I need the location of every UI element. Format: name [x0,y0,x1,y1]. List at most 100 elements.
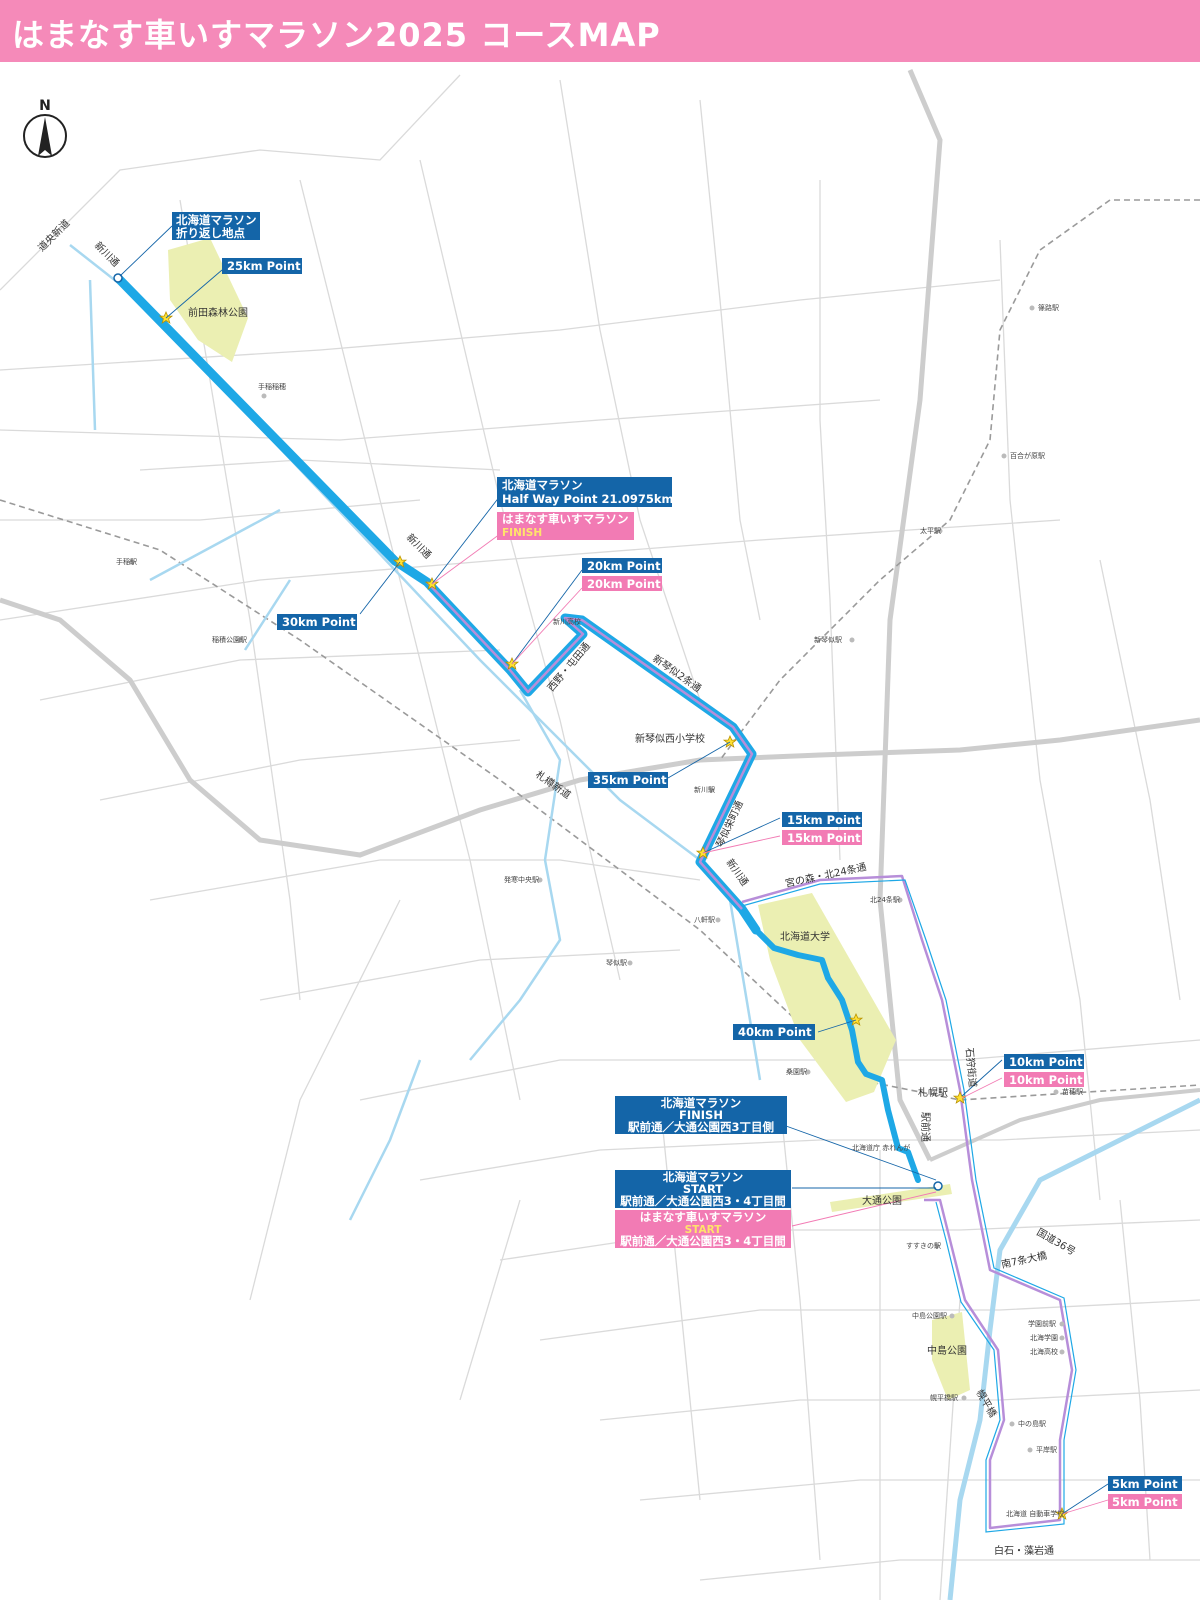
station-shinkotoni: 新琴似駅 [814,635,855,644]
label-40km[interactable]: 40km Point [733,1024,815,1040]
label-5km-blue[interactable]: 5km Point [1108,1476,1182,1491]
label-15km-blue[interactable]: 15km Point [782,812,862,827]
svg-text:15km Point: 15km Point [787,813,861,827]
label-hamanasu-finish[interactable]: はまなす車いすマラソン FINISH [497,512,634,540]
station-shinkawa: 新川駅 [694,785,715,794]
svg-text:折り返し地点: 折り返し地点 [176,226,245,240]
label-25km[interactable]: 25km Point [222,258,302,274]
svg-text:平岸駅: 平岸駅 [1036,1446,1057,1454]
maeda-park [168,238,248,362]
road-labels: 道央新道 新川通 新川通 西野・屯田通 新琴似2条通 札樽新道 琴似栄町通 新川… [35,217,1078,1557]
label-10km-pink[interactable]: 10km Point [1004,1072,1084,1087]
leader-lines-pink [431,533,1109,1515]
nakajima-park [932,1312,970,1400]
road-horohira: 幌平橋 [973,1387,999,1419]
station-kotoni: 琴似駅 [606,959,633,967]
svg-text:桑園駅: 桑園駅 [786,1067,807,1076]
north-compass: N [23,98,67,158]
svg-text:START: START [685,1224,723,1236]
svg-text:駅前通／大通公園西3・4丁目間: 駅前通／大通公園西3・4丁目間 [619,1234,786,1248]
star-40km[interactable] [848,1013,864,1026]
road-ekimae: 駅前通 [919,1112,932,1142]
svg-text:すすきの駅: すすきの駅 [906,1242,941,1250]
svg-text:稲積公園駅: 稲積公園駅 [212,635,247,644]
svg-text:はまなす車いすマラソン: はまなす車いすマラソン [502,512,629,526]
svg-text:北海道マラソン: 北海道マラソン [663,1170,744,1184]
road-miyanomori: 宮の森・北24条通 [784,860,868,890]
svg-text:手稲駅: 手稲駅 [116,557,137,566]
station-hokkai-hs: 北海高校 [1030,1347,1065,1356]
svg-text:35km Point: 35km Point [593,773,667,787]
svg-text:FINISH: FINISH [502,527,542,539]
road-shiroishi: 白石・藻岩通 [994,1544,1054,1557]
station-susukino: すすきの駅 [906,1242,941,1250]
svg-text:中の島駅: 中の島駅 [1018,1419,1046,1428]
road-network [0,74,1200,1600]
svg-text:はまなす車いすマラソン: はまなす車いすマラソン [640,1210,767,1224]
svg-text:10km Point: 10km Point [1009,1073,1083,1087]
svg-text:北海学園: 北海学園 [1030,1333,1058,1342]
label-15km-pink[interactable]: 15km Point [782,830,862,845]
svg-text:琴似駅: 琴似駅 [606,959,627,967]
svg-text:北海道マラソン: 北海道マラソン [502,478,583,492]
start-marker[interactable] [933,1181,943,1191]
label-20km-pink[interactable]: 20km Point [582,576,662,591]
station-taihei: 太平駅 [920,526,943,535]
leader-lines [119,225,1109,1515]
station-shinoro: 篠路駅 [1029,303,1059,312]
place-maeda-park: 前田森林公園 [188,306,248,319]
label-10km-blue[interactable]: 10km Point [1004,1054,1084,1069]
station-naebo: 苗穂駅 [1053,1087,1083,1096]
svg-text:篠路駅: 篠路駅 [1038,303,1059,312]
station-teine: 手稲駅 [116,557,137,566]
star-30km[interactable] [392,555,408,568]
svg-text:20km Point: 20km Point [587,577,661,591]
compass-letter: N [39,98,51,114]
svg-text:5km Point: 5km Point [1112,1495,1178,1509]
station-horohirabashi: 幌平橋駅 [930,1393,967,1402]
label-marathon-finish[interactable]: 北海道マラソン FINISH 駅前通／大通公園西3丁目側 [615,1096,787,1134]
course-map[interactable]: N 北海道マラソン 折り返し地点 25km Point 北海道マラソン Half… [0,62,1200,1600]
star-10km[interactable] [952,1091,968,1104]
course-outer-loop [741,879,1077,1533]
svg-text:FINISH: FINISH [679,1108,723,1122]
station-hassamu: 発寒中央駅 [504,875,543,884]
svg-text:手稲稲穂: 手稲稲穂 [258,382,286,391]
place-nakajima: 中島公園 [927,1344,967,1357]
label-marathon-start[interactable]: 北海道マラソン START 駅前通／大通公園西3・4丁目間 [615,1170,791,1208]
station-yurigahara: 百合が原駅 [1001,451,1045,460]
svg-text:太平駅: 太平駅 [920,526,941,535]
station-hokkai-gakuen: 北海学園 [1030,1333,1065,1342]
road-minami7: 南7条大橋 [1000,1249,1048,1271]
svg-text:新川駅: 新川駅 [694,785,715,794]
hokudai-campus [758,893,896,1102]
label-20km-blue[interactable]: 20km Point [582,558,662,573]
place-labels: 前田森林公園 新川高校 新琴似西小学校 北海道大学 札幌駅 北海道庁 赤れんが … [188,306,1064,1518]
place-shinkotoni-es: 新琴似西小学校 [635,732,705,745]
label-5km-pink[interactable]: 5km Point [1108,1494,1182,1509]
svg-text:北海道マラソン: 北海道マラソン [176,213,257,227]
parks [168,238,970,1400]
place-odori: 大通公園 [862,1194,902,1207]
label-halfway[interactable]: 北海道マラソン Half Way Point 21.0975km [497,477,674,507]
railways [0,199,1200,1101]
svg-text:学園前駅: 学園前駅 [1028,1319,1056,1328]
label-30km[interactable]: 30km Point [277,614,357,630]
svg-text:駅前通／大通公園西3丁目側: 駅前通／大通公園西3丁目側 [627,1120,774,1134]
svg-text:苗穂駅: 苗穂駅 [1062,1087,1083,1096]
station-inazumi: 稲積公園駅 [212,635,247,644]
svg-text:新琴似駅: 新琴似駅 [814,635,842,644]
svg-text:発寒中央駅: 発寒中央駅 [504,875,539,884]
svg-text:八軒駅: 八軒駅 [694,916,715,924]
svg-text:Half Way Point 21.0975km: Half Way Point 21.0975km [502,492,674,506]
hamanasu-course [426,581,1074,1530]
label-35km[interactable]: 35km Point [588,772,668,788]
label-turnaround[interactable]: 北海道マラソン 折り返し地点 [172,212,260,240]
svg-text:中島公園駅: 中島公園駅 [912,1311,947,1320]
station-kita24: 北24条駅 [870,895,903,904]
station-hachiken: 八軒駅 [694,916,721,924]
station-hiragishi: 平岸駅 [1027,1446,1057,1454]
odori-park [830,1184,952,1212]
label-hamanasu-start[interactable]: はまなす車いすマラソン START 駅前通／大通公園西3・4丁目間 [615,1210,791,1248]
station-nakanoshima: 中の島駅 [1009,1419,1046,1428]
